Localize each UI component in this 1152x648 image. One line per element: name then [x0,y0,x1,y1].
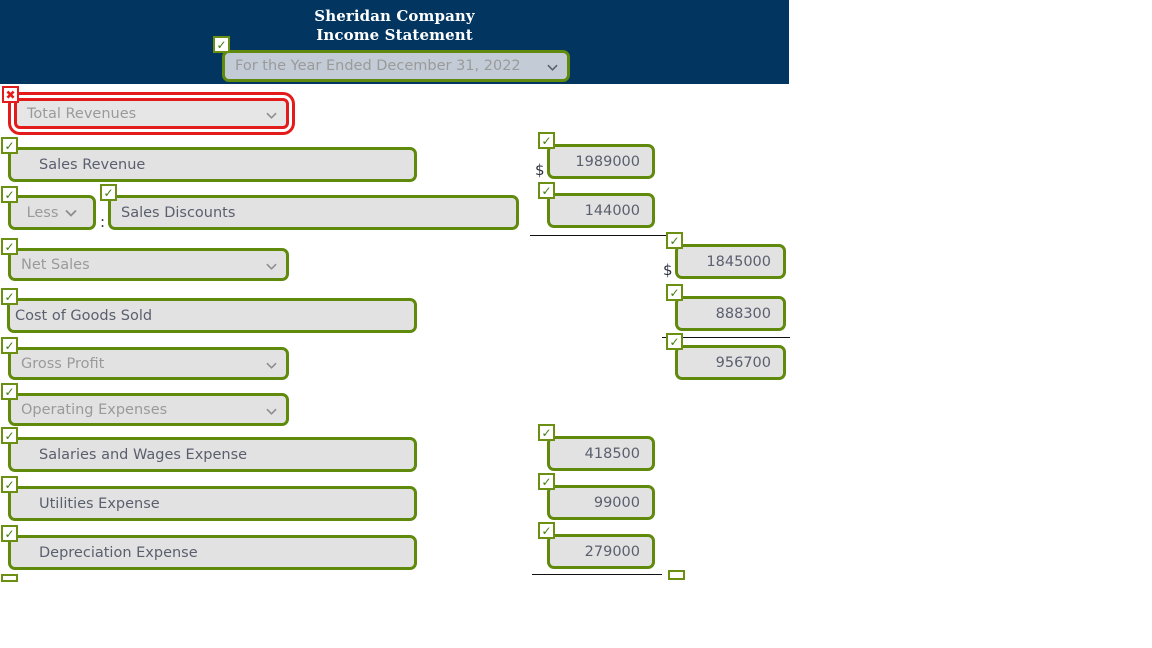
next-row-valid-badge-clipped [1,574,18,582]
period-select-value: For the Year Ended December 31, 2022 [235,58,521,74]
cost-of-goods-sold-amount-input[interactable]: 888300 [675,296,786,331]
net-sales-amount-input[interactable]: 1845000 [675,244,786,279]
utilities-expense-amount: 99000 [593,494,640,511]
operating-expenses-value: Operating Expenses [21,401,168,418]
sales-discounts-label-input[interactable]: Sales Discounts [108,195,519,230]
chevron-down-icon [266,110,277,121]
utilities-expense-amount-input[interactable]: 99000 [547,485,655,520]
gross-profit-value: Gross Profit [21,355,105,372]
gross-profit-amount-valid-badge: ✓ [666,333,683,350]
depreciation-expense-label-input[interactable]: Depreciation Expense [8,535,417,570]
sales-revenue-valid-badge: ✓ [1,137,18,154]
sales-discounts-label: Sales Discounts [121,204,236,221]
period-select-valid-badge: ✓ [213,36,230,53]
net-sales-currency-symbol: $ [663,261,673,279]
salaries-and-wages-expense-valid-badge: ✓ [1,427,18,444]
less-select-valid-badge: ✓ [1,186,18,203]
depreciation-expense-amount-valid-badge: ✓ [538,522,555,539]
cost-of-goods-sold-label-input[interactable]: Cost of Goods Sold [7,298,417,333]
sales-revenue-label: Sales Revenue [39,156,146,173]
sales-discounts-amount: 144000 [584,202,640,219]
salaries-and-wages-expense-label-input[interactable]: Salaries and Wages Expense [8,437,417,472]
period-select[interactable]: For the Year Ended December 31, 2022 [222,50,570,82]
company-name: Sheridan Company [314,7,475,25]
utilities-expense-label: Utilities Expense [39,495,160,512]
sales-revenue-amount-valid-badge: ✓ [538,132,555,149]
total-revenues-invalid-badge: ✖ [2,86,19,103]
cost-of-goods-sold-label: Cost of Goods Sold [15,307,153,324]
subtotal-rule-cost-of-goods-sold [662,337,790,338]
gross-profit-amount: 956700 [715,354,771,371]
chevron-down-icon [547,62,558,73]
operating-expenses-select[interactable]: Operating Expenses [8,393,289,426]
depreciation-expense-amount: 279000 [584,543,640,560]
salaries-and-wages-expense-amount-input[interactable]: 418500 [547,436,655,471]
salaries-and-wages-expense-amount: 418500 [584,445,640,462]
sales-discounts-valid-badge: ✓ [100,184,117,201]
depreciation-expense-amount-input[interactable]: 279000 [547,534,655,569]
less-select-value: Less [26,204,59,221]
gross-profit-valid-badge: ✓ [1,337,18,354]
operating-expenses-valid-badge: ✓ [1,383,18,400]
utilities-expense-label-input[interactable]: Utilities Expense [8,486,417,521]
total-operating-expenses-badge-clipped [668,570,685,580]
sales-discounts-amount-valid-badge: ✓ [538,182,555,199]
chevron-down-icon [266,406,277,417]
subtotal-rule-sales-discounts [530,235,666,236]
less-separator-colon: : [100,213,106,231]
cost-of-goods-sold-amount-valid-badge: ✓ [666,284,683,301]
depreciation-expense-valid-badge: ✓ [1,525,18,542]
utilities-expense-amount-valid-badge: ✓ [538,473,555,490]
statement-name: Income Statement [316,26,473,44]
gross-profit-amount-input[interactable]: 956700 [675,345,786,380]
cost-of-goods-sold-valid-badge: ✓ [1,288,18,305]
net-sales-value: Net Sales [21,256,90,273]
cost-of-goods-sold-amount: 888300 [715,305,771,322]
depreciation-expense-label: Depreciation Expense [39,544,198,561]
utilities-expense-valid-badge: ✓ [1,476,18,493]
net-sales-amount: 1845000 [706,253,771,270]
salaries-and-wages-expense-label: Salaries and Wages Expense [39,446,248,463]
chevron-down-icon [266,360,277,371]
chevron-down-icon [266,261,277,272]
subtotal-rule-depreciation-expense [532,574,662,575]
less-select[interactable]: Less [8,195,96,230]
gross-profit-select[interactable]: Gross Profit [8,347,289,380]
net-sales-valid-badge: ✓ [1,238,18,255]
sales-revenue-currency-symbol: $ [535,161,545,179]
sales-revenue-amount-input[interactable]: 1989000 [547,144,655,179]
net-sales-amount-valid-badge: ✓ [666,232,683,249]
salaries-and-wages-expense-amount-valid-badge: ✓ [538,424,555,441]
total-revenues-select[interactable]: Total Revenues [14,98,289,129]
net-sales-select[interactable]: Net Sales [8,248,289,281]
chevron-down-icon [65,207,78,219]
sales-revenue-amount: 1989000 [575,153,640,170]
total-revenues-value: Total Revenues [27,105,137,122]
sales-revenue-label-input[interactable]: Sales Revenue [8,147,417,182]
sales-discounts-amount-input[interactable]: 144000 [547,193,655,228]
